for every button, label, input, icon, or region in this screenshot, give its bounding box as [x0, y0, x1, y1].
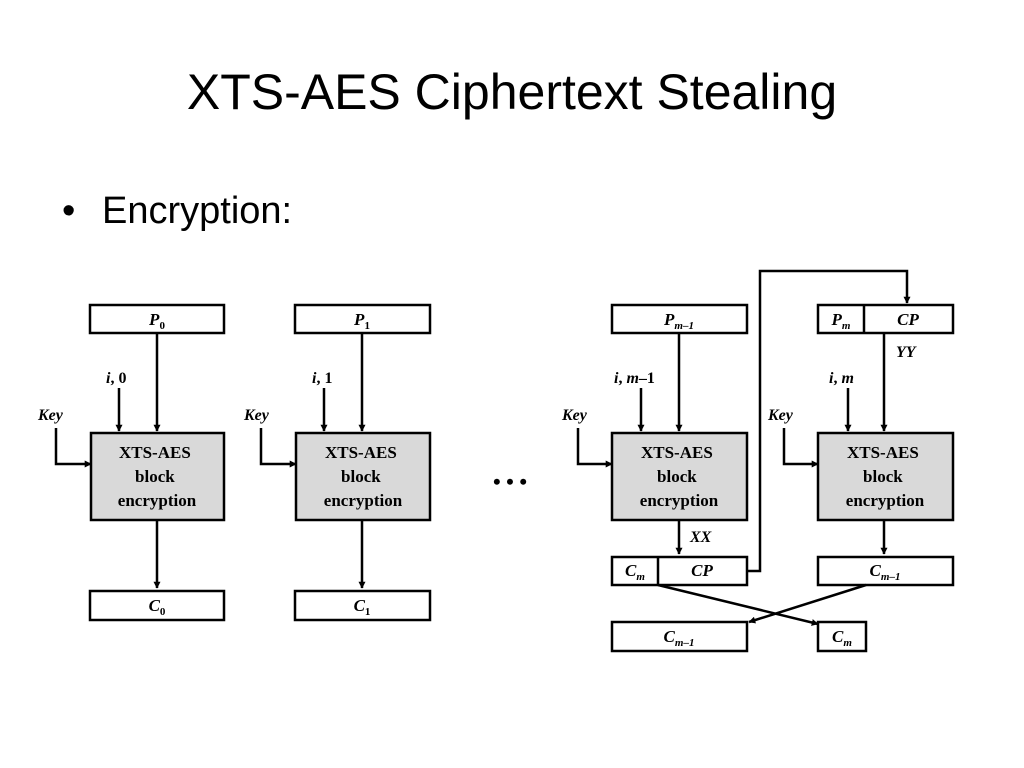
tweak-label-m-minus-1: i, m–1 — [614, 370, 655, 387]
arrow-key-2 — [576, 428, 613, 468]
xts-aes-block-m-minus-1 — [610, 431, 749, 522]
tweak-label-1: i, 1 — [312, 370, 332, 387]
ciphertext-box-c1 — [293, 589, 432, 622]
key-label-3: Key — [767, 407, 794, 424]
arrow-key-0 — [54, 428, 92, 468]
tweak-label-m: i, m — [829, 370, 854, 387]
ciphertext-label-c1: C1 — [354, 596, 371, 618]
encryption-block-0: P0 i, 0 Key XTS-AES block encryption C0 — [37, 303, 226, 622]
xts-aes-block-m — [816, 431, 955, 522]
yy-label: YY — [896, 344, 917, 361]
slide-title: XTS-AES Ciphertext Stealing — [186, 64, 838, 120]
key-label-0: Key — [37, 407, 64, 424]
input-label-cp: CP — [897, 310, 919, 329]
encryption-block-1: P1 i, 1 Key XTS-AES block encryption C1 — [243, 303, 432, 622]
xx-label: XX — [689, 529, 712, 546]
final-label-cm: Cm — [832, 627, 852, 649]
final-label-cm1: Cm–1 — [664, 627, 695, 649]
final-box-cm — [816, 620, 868, 653]
output-label-cp: CP — [691, 561, 713, 580]
plaintext-label-p0: P0 — [148, 310, 165, 332]
arrow-cp-loop — [747, 269, 911, 573]
output-box-cm-cp — [610, 555, 749, 587]
encryption-block-m-minus-1: Pm–1 i, m–1 Key XTS-AES block encryption… — [561, 303, 749, 653]
tweak-label-0: i, 0 — [106, 370, 126, 387]
final-box-cm1 — [610, 620, 749, 653]
output-box-cm1 — [816, 555, 955, 587]
block-text-0: XTS-AES block encryption — [118, 443, 197, 510]
key-label-2: Key — [561, 407, 588, 424]
encryption-block-m: Pm CP YY i, m Key XTS-AES block encrypti… — [767, 303, 955, 653]
arrow-key-3 — [782, 428, 819, 468]
output-label-cm: Cm — [625, 561, 645, 583]
bullet-item: • Encryption: — [62, 190, 292, 233]
bullet-dot: • — [62, 190, 76, 232]
arrow-cm-to-final-cm — [657, 583, 819, 626]
key-label-1: Key — [243, 407, 270, 424]
input-label-pm: Pm — [831, 310, 851, 332]
bullet-text: Encryption: — [102, 190, 293, 232]
ciphertext-box-c0 — [88, 589, 226, 622]
arrow-cm1-to-final-cm1 — [748, 583, 867, 624]
plaintext-label-pm1: Pm–1 — [663, 310, 694, 332]
input-box-pm-cp — [816, 303, 955, 335]
plaintext-label-p1: P1 — [353, 310, 370, 332]
output-label-cm1: Cm–1 — [870, 561, 901, 583]
plaintext-box-p0 — [88, 303, 226, 335]
plaintext-box-p1 — [293, 303, 432, 335]
block-text-2: XTS-AES block encryption — [640, 443, 719, 510]
ciphertext-label-c0: C0 — [149, 596, 166, 618]
block-text-1: XTS-AES block encryption — [324, 443, 403, 510]
arrow-key-1 — [259, 428, 297, 468]
block-text-3: XTS-AES block encryption — [846, 443, 925, 510]
plaintext-box-pm1 — [610, 303, 749, 335]
ellipsis: • • • — [493, 469, 527, 494]
